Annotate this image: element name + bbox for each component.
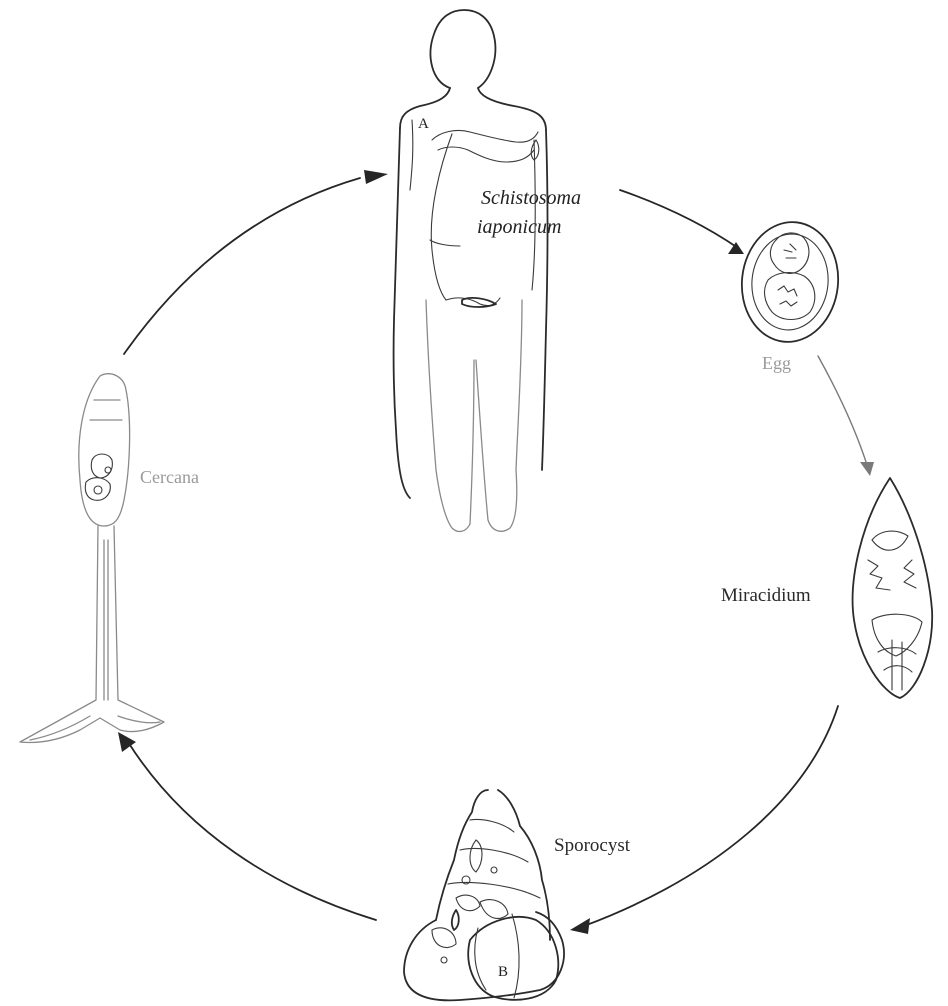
snail-letter: B — [498, 964, 508, 980]
cercaria-label: Cercana — [140, 467, 199, 487]
arrow-miracidium-to-snail — [584, 706, 838, 926]
arrowhead-egg-to-miracidium — [860, 462, 874, 476]
egg-illustration — [736, 217, 844, 346]
arrow-cercaria-to-host — [124, 178, 360, 354]
egg-label: Egg — [762, 353, 791, 373]
arrowhead-cercaria-to-host — [364, 170, 388, 184]
human-host-figure: A — [394, 10, 548, 531]
sporocyst-label: Sporocyst — [554, 835, 631, 856]
species-label-line2: iaponicum — [477, 216, 561, 238]
species-label-line1: Schistosoma — [481, 187, 581, 209]
arrowhead-miracidium-to-snail — [570, 918, 590, 934]
arrow-egg-to-miracidium — [818, 356, 868, 468]
arrow-host-to-egg — [620, 190, 738, 248]
cercaria-illustration — [20, 374, 164, 743]
host-letter: A — [418, 116, 429, 132]
arrow-snail-to-cercaria — [128, 742, 376, 920]
miracidium-label: Miracidium — [721, 585, 811, 606]
snail-sporocyst-illustration: B — [404, 790, 564, 1000]
miracidium-illustration — [853, 478, 933, 698]
